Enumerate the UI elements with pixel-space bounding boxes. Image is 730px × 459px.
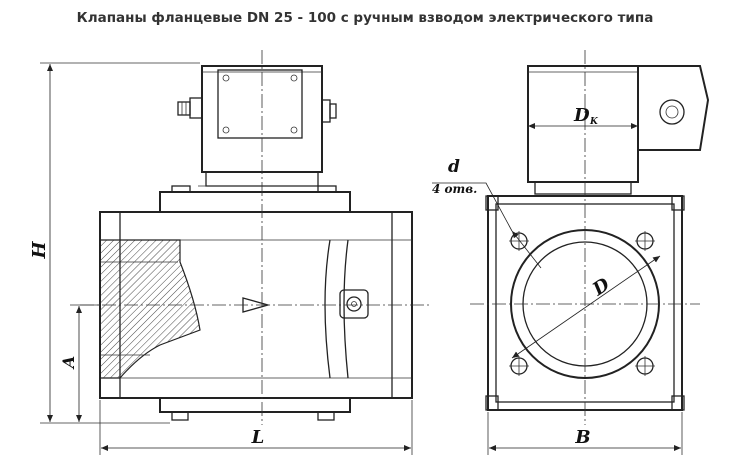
bolt-holes	[509, 231, 655, 376]
junction-box	[217, 69, 303, 139]
label-H: H	[29, 241, 50, 260]
side-view	[432, 50, 710, 425]
connector-box	[637, 65, 710, 151]
label-L: L	[251, 427, 265, 448]
label-A: A	[59, 356, 78, 370]
lever-hub	[339, 289, 369, 319]
dim-D-line	[511, 255, 661, 359]
manual-reset-knob	[321, 99, 337, 123]
dimensions	[40, 62, 683, 455]
label-D: D	[588, 274, 614, 301]
dim-d-leader	[432, 182, 513, 232]
bonnet-flange	[159, 191, 351, 213]
label-Dk: D	[573, 105, 590, 126]
front-view	[80, 50, 430, 425]
hatched-section	[99, 239, 201, 379]
drawing-title: Клапаны фланцевые DN 25 - 100 с ручным в…	[76, 10, 654, 26]
label-d: d	[448, 157, 460, 177]
label-Dk-sub: K	[589, 117, 599, 127]
label-B: B	[574, 427, 590, 448]
label-holes: 4 отв.	[432, 182, 477, 196]
bottom-cover	[159, 397, 351, 413]
cable-gland	[177, 97, 203, 119]
